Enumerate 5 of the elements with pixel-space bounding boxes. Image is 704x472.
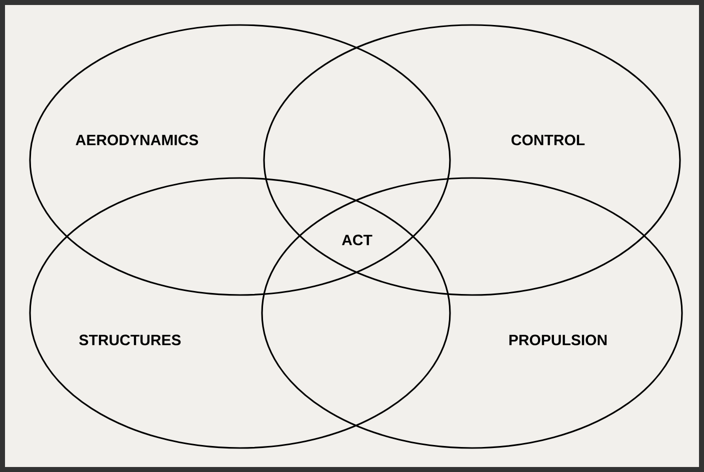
circle-label: PROPULSION (509, 334, 607, 346)
circle-label: STRUCTURES (79, 334, 181, 346)
overlap-label: ACT (342, 234, 372, 246)
circle-label: CONTROL (512, 134, 585, 146)
circle-label: AERODYNAMICS (76, 134, 198, 146)
